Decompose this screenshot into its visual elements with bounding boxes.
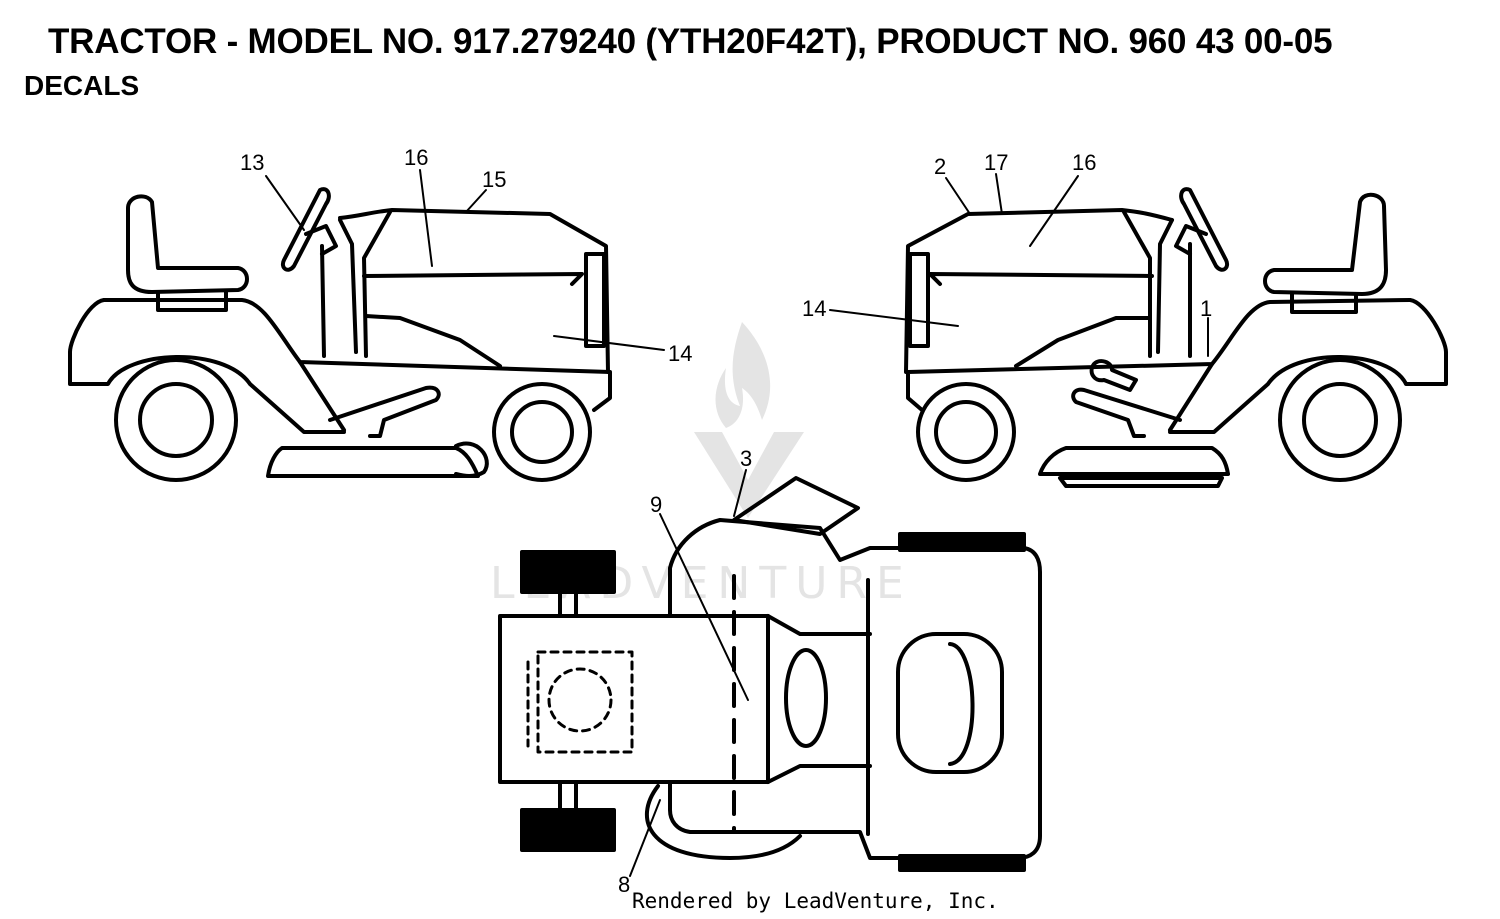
right-rear-wheel-inner — [1302, 382, 1378, 458]
leader-17 — [995, 173, 1003, 215]
left-dash — [320, 218, 358, 358]
flame-watermark-icon — [715, 322, 771, 428]
top-front-left-tire — [520, 550, 616, 594]
right-pedal — [1071, 387, 1182, 438]
tractor-right-side-view — [904, 187, 1448, 488]
callout-right-1: 1 — [1200, 296, 1212, 321]
callout-leaders — [265, 169, 1209, 877]
callout-top-9: 9 — [650, 492, 662, 517]
leader-13 — [265, 175, 305, 231]
page-title: TRACTOR - MODEL NO. 917.279240 (YTH20F42… — [48, 22, 1333, 61]
right-seat — [1263, 192, 1388, 296]
footer-credit: Rendered by LeadVenture, Inc. — [632, 889, 999, 913]
left-hood-front — [362, 210, 392, 358]
callout-left-16: 16 — [404, 145, 428, 170]
leader-15 — [465, 189, 487, 213]
callout-labels: 13 16 15 14 2 17 16 14 1 3 9 8 — [240, 145, 1212, 897]
right-hood — [904, 208, 1174, 374]
top-dashed-panel — [536, 650, 634, 754]
right-rear-wheel-outer — [1278, 358, 1402, 482]
left-deck-chute — [454, 441, 489, 478]
right-hood-stripe — [928, 272, 1154, 368]
right-lever — [1089, 359, 1138, 392]
top-cowl — [766, 614, 872, 784]
top-dashed-circle — [547, 667, 613, 733]
left-grille — [584, 252, 606, 348]
left-front-wheel-inner — [510, 400, 574, 464]
callout-right-2: 2 — [934, 154, 946, 179]
leader-2 — [945, 177, 971, 215]
right-steering-column — [1174, 224, 1208, 256]
leader-8 — [629, 799, 661, 877]
tractor-left-side-view — [68, 187, 612, 482]
left-rear-fender — [102, 298, 612, 412]
top-front-axle-upper — [558, 590, 578, 618]
leader-16-left — [419, 169, 433, 267]
top-chute — [732, 476, 860, 536]
leader-16-right — [1029, 175, 1079, 247]
top-front-right-tire — [520, 808, 616, 852]
top-body-outline — [668, 518, 1042, 860]
right-dash — [1156, 218, 1192, 358]
top-steering — [784, 648, 828, 748]
top-front-axle-lower — [558, 780, 578, 812]
callout-top-8: 8 — [618, 872, 630, 897]
callout-right-16: 16 — [1072, 150, 1096, 175]
left-mower-deck — [266, 446, 480, 478]
right-grille — [908, 252, 930, 348]
left-seat — [126, 194, 249, 294]
right-mower-deck — [1038, 446, 1230, 476]
callout-right-14: 14 — [802, 296, 826, 321]
top-seat-outer — [896, 632, 1004, 774]
top-seat-back — [948, 642, 975, 766]
tractor-top-view — [498, 476, 1042, 872]
leader-14-left — [553, 335, 665, 351]
callout-top-3: 3 — [740, 446, 752, 471]
right-front-wheel-outer — [916, 382, 1016, 482]
left-rear-wheel-outer — [114, 358, 238, 482]
right-body-outline — [1168, 298, 1448, 434]
top-rear-tire-upper — [898, 532, 1026, 552]
leader-3 — [733, 469, 747, 517]
left-rear-wheel-inner — [138, 382, 214, 458]
top-hood — [498, 614, 770, 784]
right-front-wheel-inner — [934, 400, 998, 464]
left-hood — [338, 208, 610, 374]
leader-14-right — [829, 309, 959, 327]
left-chassis-lower — [298, 360, 346, 432]
callout-left-13: 13 — [240, 150, 264, 175]
top-deck-arc — [645, 784, 802, 860]
right-hood-front — [1122, 210, 1152, 358]
page-subtitle: DECALS — [24, 70, 140, 101]
leader-9 — [659, 513, 749, 701]
right-steering-wheel — [1179, 187, 1229, 272]
v-watermark-icon — [694, 432, 804, 518]
left-front-wheel-outer — [492, 382, 592, 482]
left-steering-wheel — [281, 187, 331, 272]
top-rear-tire-lower — [898, 854, 1026, 872]
left-body-outline — [68, 298, 346, 434]
left-hood-stripe — [362, 272, 584, 368]
callout-left-14: 14 — [668, 341, 692, 366]
right-deck-skid — [1058, 476, 1224, 488]
callout-left-15: 15 — [482, 167, 506, 192]
left-pedal — [328, 385, 441, 438]
callout-right-17: 17 — [984, 150, 1008, 175]
left-steering-column — [304, 224, 338, 256]
